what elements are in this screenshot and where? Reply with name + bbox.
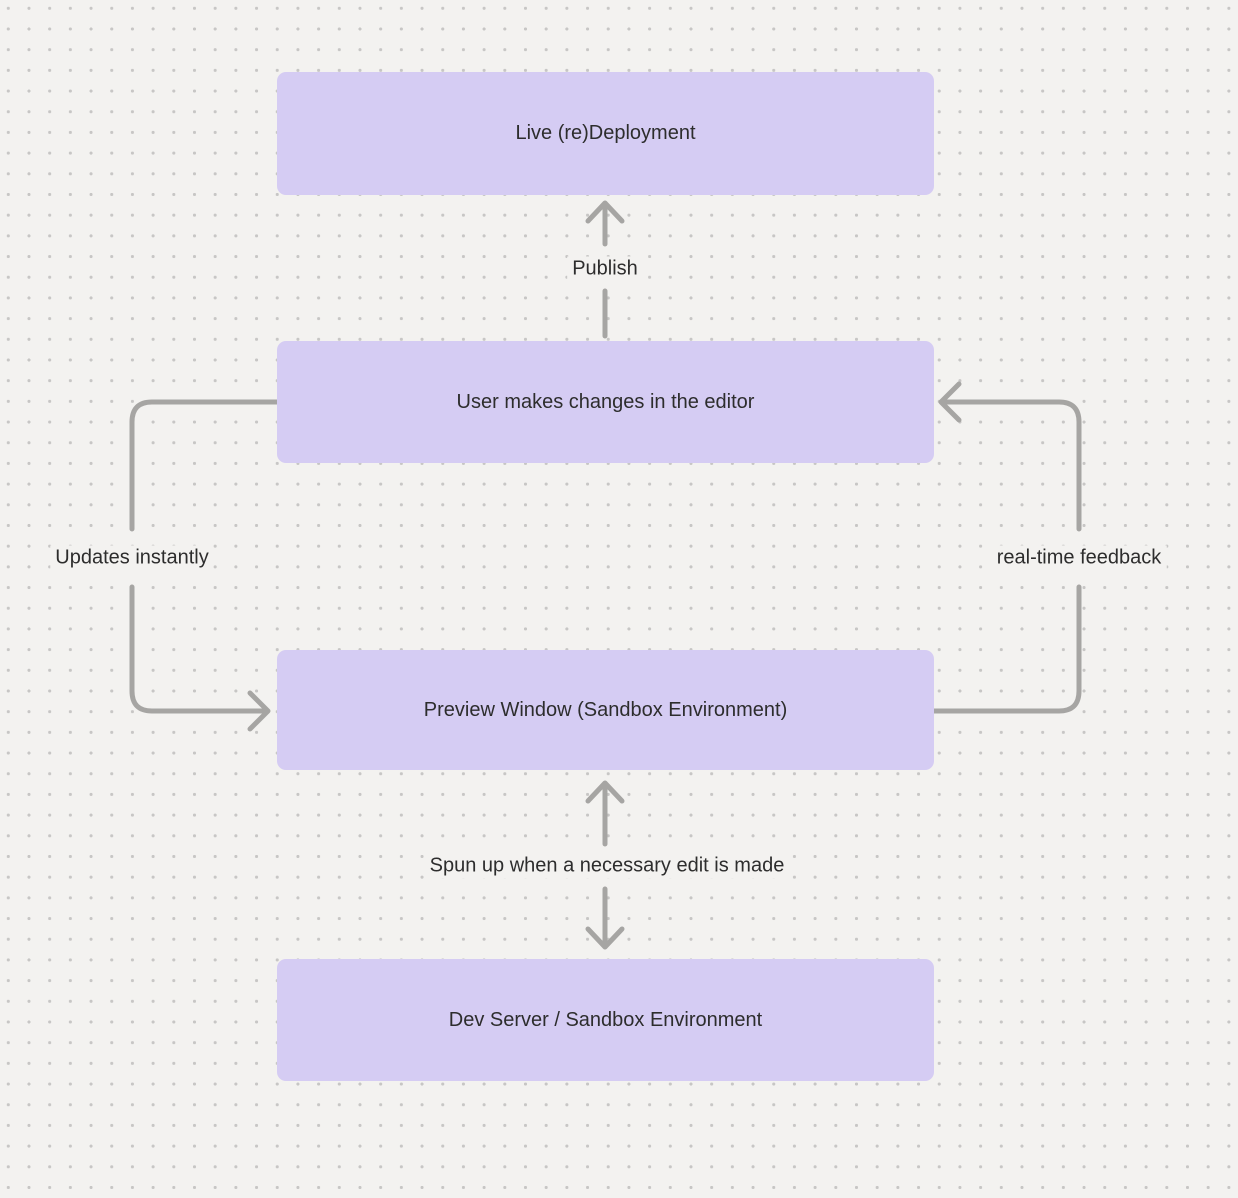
edge-publish-arrow[interactable] — [585, 200, 625, 339]
arrow-shaft — [129, 399, 280, 532]
arrowhead-right-icon — [247, 690, 271, 732]
node-dev-server[interactable]: Dev Server / Sandbox Environment — [277, 959, 934, 1081]
arrowhead-left-icon — [938, 381, 962, 423]
node-label: User makes changes in the editor — [456, 390, 755, 413]
node-editor[interactable]: User makes changes in the editor — [277, 341, 934, 463]
node-label: Dev Server / Sandbox Environment — [448, 1008, 763, 1031]
node-preview-window[interactable]: Preview Window (Sandbox Environment) — [277, 650, 934, 770]
edge-updates-instantly-arrow[interactable] — [129, 399, 280, 732]
arrow-shaft — [941, 399, 1082, 532]
edge-label-realtime-feedback[interactable]: real-time feedback — [991, 545, 1167, 571]
node-live-deployment[interactable]: Live (re)Deployment — [277, 72, 934, 195]
edge-label-updates-instantly[interactable]: Updates instantly — [50, 545, 214, 571]
edge-spun-up-arrow[interactable] — [585, 780, 625, 950]
edge-label-publish[interactable]: Publish — [567, 256, 643, 282]
node-label: Live (re)Deployment — [515, 122, 696, 144]
edge-label-spun-up[interactable]: Spun up when a necessary edit is made — [424, 853, 790, 879]
node-label: Preview Window (Sandbox Environment) — [423, 698, 788, 721]
arrow-shaft — [129, 584, 269, 714]
arrowhead-down-icon — [585, 926, 625, 950]
arrow-shaft — [931, 584, 1082, 714]
edge-realtime-feedback-arrow[interactable] — [931, 381, 1082, 714]
